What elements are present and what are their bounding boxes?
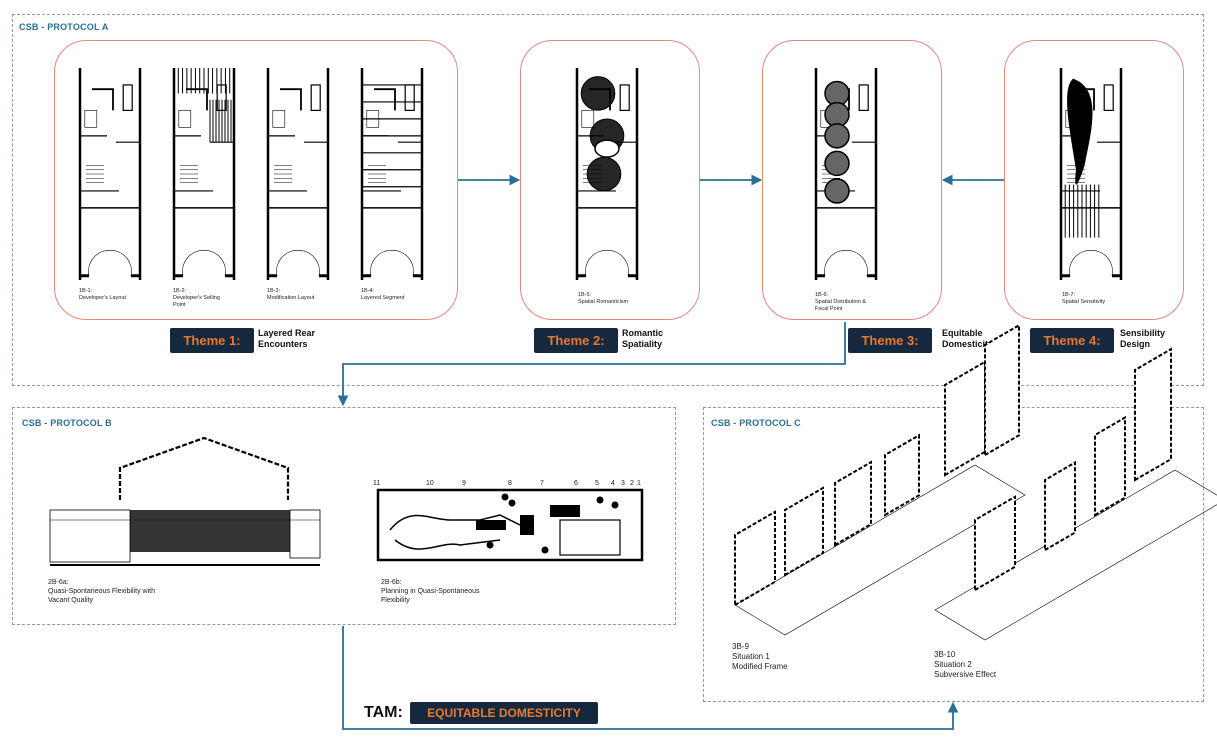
plan-number-4: 4 (611, 480, 615, 487)
tam-result-badge: EQUITABLE DOMESTICITY (410, 702, 598, 724)
protocol-b-panel (12, 407, 676, 625)
theme-4-description: Sensibility Design (1120, 328, 1166, 349)
plan-number-3: 3 (621, 480, 625, 487)
plan-caption-1b-1: 1B-1: Developer's Layout (79, 288, 126, 301)
axonometric-3b-9-panel-4 (944, 360, 986, 477)
plan-number-5: 5 (595, 480, 599, 487)
axonometric-3b-9 (734, 323, 1026, 636)
distribution-zone-3 (824, 150, 850, 177)
arrow-protocol-a-to-b (337, 322, 846, 407)
protocol-a-label: CSB - PROTOCOL A (19, 22, 109, 32)
theme-4-badge: Theme 4: (1030, 328, 1114, 353)
theme-1-badge: Theme 1: (170, 328, 254, 353)
plan-furniture-1 (508, 499, 516, 507)
theme-4-plans-group (1004, 40, 1184, 320)
floor-plan-4 (360, 68, 424, 280)
plan-furniture-2 (596, 496, 604, 504)
axonometric-3b-9-panel-2 (834, 460, 872, 547)
arrow-protocol-b-to-c (342, 626, 959, 730)
plan-furniture-5 (541, 546, 549, 554)
axonometric-3b-9-panel-5 (984, 323, 1020, 457)
protocol-b-caption-2b-6b: 2B-6b: Planning in Quasi-Spontaneous Fle… (381, 579, 480, 604)
theme-3-plans-group (762, 40, 942, 320)
plan-furniture-0 (501, 493, 509, 501)
distribution-zone-2 (824, 123, 850, 149)
protocol-c-label: CSB - PROTOCOL C (711, 418, 801, 428)
plan-furniture-3 (611, 501, 619, 509)
plan-number-10: 10 (426, 480, 434, 487)
plan-caption-1b-6: 1B-6: Spatial Distribution & Focal Point (815, 292, 867, 312)
protocol-c-caption-3b-10: 3B-10 Situation 2 Subversive Effect (934, 650, 997, 679)
sensitivity-zone (1067, 78, 1093, 185)
plan-number-11: 11 (373, 480, 381, 487)
axonometric-3b-9-panel-1 (784, 486, 824, 577)
floor-plan-7 (1059, 68, 1123, 280)
axonometric-3b-9-panel-3 (884, 433, 920, 517)
plan-number-1: 1 (637, 480, 641, 487)
theme-1-plans-group (54, 40, 458, 320)
plan-caption-1b-4: 1B-4: Layered Segment (361, 288, 405, 301)
axonometric-3b-10-panel-2 (1094, 415, 1126, 517)
plan-furniture-4 (486, 541, 494, 549)
theme-2-description: Romantic Spatiality (622, 328, 664, 349)
plan-number-2: 2 (630, 480, 634, 487)
tam-label: TAM: (364, 704, 403, 721)
axonometric-3b-9-panel-0 (734, 510, 776, 607)
plan-drawing (376, 488, 644, 562)
protocol-b-label: CSB - PROTOCOL B (22, 418, 112, 428)
plan-caption-1b-7: 1B-7: Spatial Sensitivity (1062, 292, 1106, 305)
axonometric-3b-10-panel-3 (1134, 347, 1172, 482)
plan-number-9: 9 (462, 480, 466, 487)
plan-number-6: 6 (574, 480, 578, 487)
axonometric-3b-10 (934, 347, 1217, 641)
section-drawing (49, 436, 321, 566)
theme-3-description: Equitable Domesticity (942, 328, 994, 349)
theme-3-badge: Theme 3: (848, 328, 932, 353)
distribution-zone-4 (824, 178, 850, 204)
plan-number-8: 8 (508, 480, 512, 487)
axonometric-3b-10-panel-0 (974, 495, 1016, 592)
theme-2-badge: Theme 2: (534, 328, 618, 353)
protocol-c-caption-3b-9: 3B-9 Situation 1 Modified Frame (732, 642, 788, 671)
floor-plan-3 (266, 68, 330, 280)
floor-plan-6 (814, 68, 878, 280)
floor-plan-1 (78, 68, 142, 280)
romantic-zone-0 (580, 76, 616, 111)
floor-plan-5 (575, 68, 639, 280)
floor-plan-2 (172, 68, 236, 280)
axonometric-3b-10-panel-1 (1044, 460, 1076, 552)
plan-caption-1b-5: 1B-5: Spatial Romanticism (578, 292, 629, 305)
plan-number-7: 7 (540, 480, 544, 487)
protocol-a-panel (12, 14, 1204, 386)
plan-caption-1b-2: 1B-2: Developer's Selling Point (173, 288, 220, 308)
protocol-b-caption-2b-6a: 2B-6a: Quasi-Spontaneous Flexibility wit… (48, 579, 155, 604)
theme-1-description: Layered Rear Encounters (258, 328, 316, 349)
plan-caption-1b-3: 1B-3: Modification Layout (267, 288, 315, 301)
